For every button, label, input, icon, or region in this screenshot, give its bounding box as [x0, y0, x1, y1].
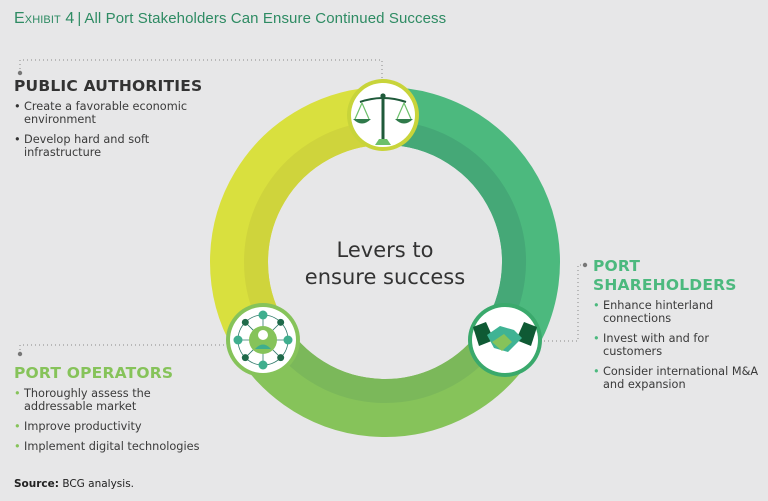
- ring-segment-public-authorities: [210, 87, 392, 350]
- port-shareholders-heading: PORT SHAREHOLDERS: [593, 257, 763, 295]
- list-item-text: Improve productivity: [24, 420, 142, 433]
- network-node: [283, 335, 293, 345]
- list-item: •Enhance hinterland connections: [593, 299, 714, 325]
- public-authorities-heading: PUBLIC AUTHORITIES: [14, 77, 203, 95]
- public-authorities-list: •Create a favorable economic environment…: [14, 100, 214, 159]
- list-item: •Invest with and for customers: [593, 332, 709, 358]
- scales-of-justice-icon: [347, 79, 419, 151]
- center-label-line2: ensure success: [304, 265, 466, 289]
- list-item: •Improve productivity: [14, 420, 142, 433]
- center-label: Levers to ensure success: [285, 237, 485, 291]
- port-operators-section: PORT OPERATORS •Thoroughly assess the ad…: [14, 364, 214, 460]
- source-note: Source: BCG analysis.: [14, 478, 134, 490]
- connector-port-shareholders: [540, 264, 584, 342]
- port-shareholders-list: •Enhance hinterland connections •Invest …: [593, 299, 763, 391]
- connector-public-authorities: [19, 59, 383, 86]
- port-shareholders-section: PORT SHAREHOLDERS •Enhance hinterland co…: [593, 257, 763, 398]
- connector-dot: [582, 262, 588, 268]
- network-node: [258, 310, 268, 320]
- list-item-text: Implement digital technologies: [24, 440, 200, 453]
- title-separator: |: [77, 10, 82, 27]
- list-item-text: Invest with and for customers: [603, 332, 709, 358]
- connector-port-operators: [19, 344, 232, 354]
- public-authorities-section: PUBLIC AUTHORITIES •Create a favorable e…: [14, 77, 214, 166]
- port-operators-heading: PORT OPERATORS: [14, 364, 174, 382]
- list-item: •Implement digital technologies: [14, 440, 200, 453]
- handshake-icon: [468, 303, 542, 377]
- exhibit-title: Exhibit 4|All Port Stakeholders Can Ensu…: [14, 10, 446, 28]
- list-item-text: Create a favorable economic environment: [24, 100, 188, 126]
- source-label: Source:: [14, 478, 59, 490]
- source-text: BCG analysis.: [62, 478, 135, 490]
- heading-line: SHAREHOLDERS: [593, 276, 737, 294]
- list-item-text: Thoroughly assess the addressable market: [24, 387, 151, 413]
- exhibit-title-text: All Port Stakeholders Can Ensure Continu…: [84, 10, 447, 27]
- center-label-line1: Levers to: [336, 238, 434, 262]
- list-item-text: Consider international M&A and expansion: [603, 365, 759, 391]
- network-node: [241, 354, 249, 362]
- network-node: [258, 360, 268, 370]
- list-item: •Consider international M&A and expansio…: [593, 365, 759, 391]
- ring-inner-shade: [244, 121, 390, 333]
- list-item-text: Enhance hinterland connections: [603, 299, 714, 325]
- network-node: [277, 354, 285, 362]
- list-item: •Create a favorable economic environment: [14, 100, 188, 126]
- network-node: [241, 318, 249, 326]
- heading-line: PORT: [593, 257, 641, 275]
- network-node: [277, 318, 285, 326]
- exhibit-number: Exhibit 4: [14, 10, 75, 27]
- list-item: •Develop hard and soft infrastructure: [14, 133, 150, 159]
- list-item-text: Develop hard and soft infrastructure: [24, 133, 150, 159]
- connector-dot: [17, 70, 23, 76]
- network-person-icon: [226, 303, 300, 377]
- connector-dot: [17, 351, 23, 357]
- port-operators-list: •Thoroughly assess the addressable marke…: [14, 387, 214, 453]
- list-item: •Thoroughly assess the addressable marke…: [14, 387, 151, 413]
- network-node: [233, 335, 243, 345]
